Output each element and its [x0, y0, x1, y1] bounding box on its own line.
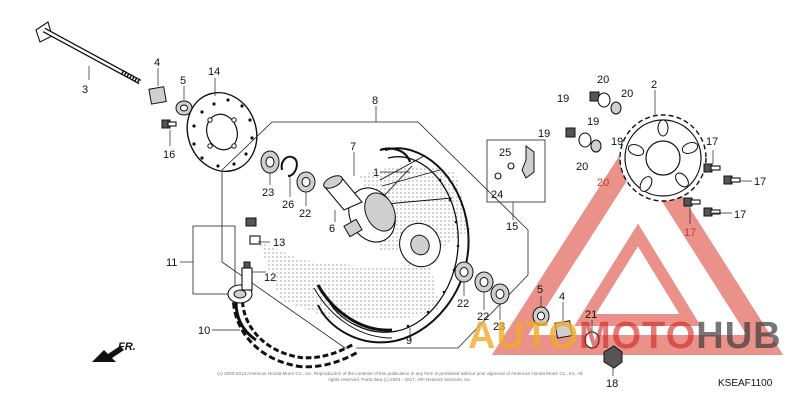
callout-22-mid: 22 — [457, 298, 469, 310]
wheel-assembly-outline — [221, 121, 529, 349]
callout-16: 16 — [163, 149, 175, 161]
disc-bolt — [161, 119, 177, 129]
driven-sprocket — [619, 114, 707, 202]
sprocket-bolts — [683, 163, 741, 217]
callout-19-b: 19 — [538, 128, 550, 140]
dust-seal-left — [296, 171, 316, 193]
callout-17-a: 17 — [706, 136, 718, 148]
chain-adjuster-plate — [148, 86, 167, 105]
callout-1: 1 — [373, 167, 379, 179]
axle-collar — [175, 100, 193, 116]
callout-17-d: 17 — [684, 227, 696, 239]
axle-nut — [603, 345, 623, 369]
callout-20-d: 20 — [597, 177, 609, 189]
callout-6: 6 — [329, 223, 335, 235]
rim — [317, 147, 470, 344]
watermark-text-hub: HUB — [696, 315, 782, 357]
watermark-text: AUTOMOTOHUB — [468, 316, 782, 356]
axle — [35, 21, 142, 85]
callout-26: 26 — [282, 199, 294, 211]
callout-13: 13 — [273, 237, 285, 249]
sprocket-fixing-box — [486, 139, 546, 203]
callout-24: 24 — [491, 189, 503, 201]
callout-4-right: 4 — [559, 291, 565, 303]
front-direction-arrow — [92, 346, 124, 362]
callout-9: 9 — [406, 335, 412, 347]
callout-22-right: 22 — [477, 311, 489, 323]
tube-group-box — [192, 225, 236, 295]
callout-5-top: 5 — [180, 75, 186, 87]
distance-collar — [323, 175, 363, 211]
watermark-logo — [491, 126, 784, 355]
diagram-code: KSEAF1100 — [718, 378, 773, 389]
watermark-text-moto: MOTO — [578, 315, 697, 357]
callout-17-b: 17 — [754, 176, 766, 188]
callout-18: 18 — [606, 378, 618, 390]
bearing-right — [454, 261, 510, 305]
lock-plate — [494, 145, 535, 180]
callout-22-left: 22 — [299, 208, 311, 220]
callout-19-a: 19 — [557, 93, 569, 105]
callout-3: 3 — [82, 84, 88, 96]
callout-labels: 3 4 5 14 16 8 7 1 23 26 22 6 13 12 11 10… — [82, 57, 766, 390]
callout-11: 11 — [166, 257, 177, 269]
tire — [232, 301, 359, 369]
callout-4-top: 4 — [154, 57, 160, 69]
callout-23-left: 23 — [262, 187, 274, 199]
fr-label: FR. — [118, 341, 136, 353]
callout-12: 12 — [264, 272, 276, 284]
callout-19-c: 19 — [587, 116, 599, 128]
callout-19-d: 19 — [611, 136, 623, 148]
tube — [227, 284, 257, 342]
sprocket-nuts — [565, 91, 622, 153]
callout-2: 2 — [651, 79, 657, 91]
brake-disc — [186, 91, 258, 173]
spoke-set — [379, 147, 453, 205]
callout-10: 10 — [198, 325, 210, 337]
watermark-text-auto: AUTO — [468, 315, 579, 357]
callout-23-right: 23 — [493, 321, 505, 333]
leader-lines — [88, 66, 752, 376]
callout-5-right: 5 — [537, 284, 543, 296]
callout-14: 14 — [208, 66, 220, 78]
callout-8: 8 — [372, 95, 378, 107]
callout-20-b: 20 — [621, 88, 633, 100]
rim-lock — [241, 261, 253, 291]
rim-band — [316, 284, 393, 332]
callout-20-c: 20 — [576, 161, 588, 173]
bearing-left — [260, 150, 280, 174]
callout-21: 21 — [585, 309, 597, 321]
callout-15: 15 — [506, 221, 518, 233]
callout-7: 7 — [350, 141, 356, 153]
callout-17-c: 17 — [734, 209, 746, 221]
callout-25: 25 — [499, 147, 511, 159]
circlip — [280, 155, 298, 177]
valve-cap — [245, 217, 261, 245]
chain-adjuster-plate-right — [554, 320, 573, 339]
callout-20-a: 20 — [597, 74, 609, 86]
copyright-notice: (c) 2003-2013 American Honda Motor Co., … — [217, 371, 583, 382]
